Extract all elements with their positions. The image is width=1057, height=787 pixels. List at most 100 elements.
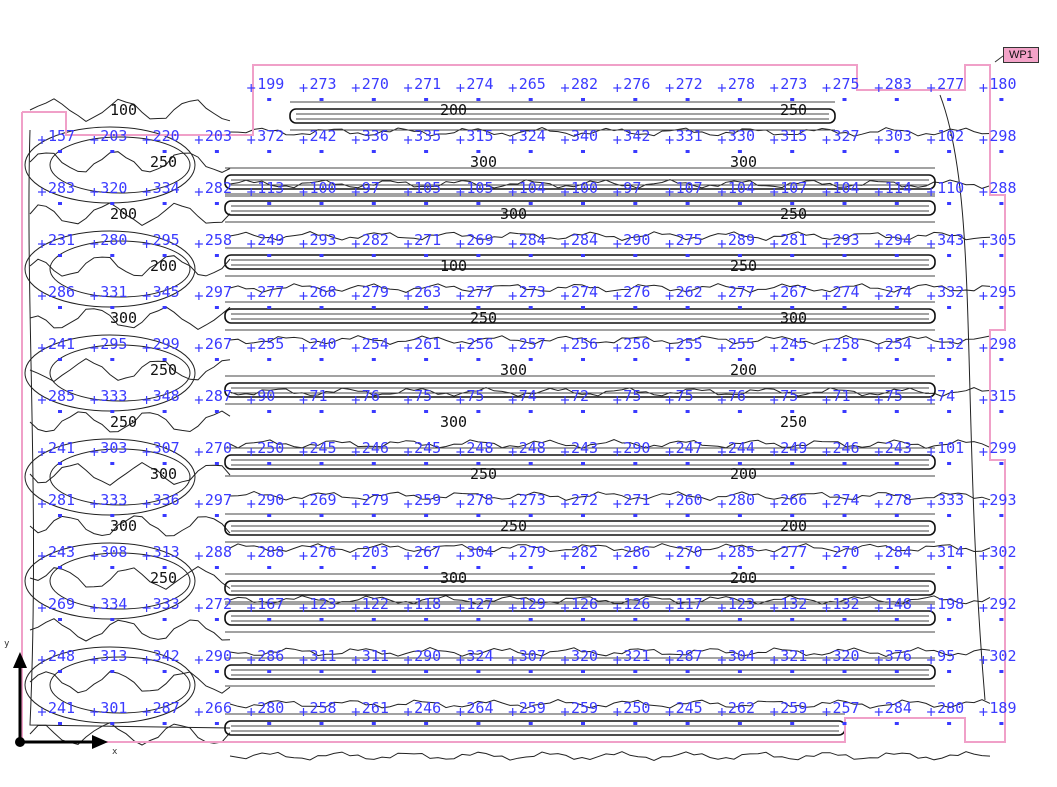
dash-marker [737, 722, 742, 725]
grid-point: 203 [194, 127, 232, 153]
calc-value: 231 [48, 231, 75, 249]
calc-value: 262 [728, 699, 755, 717]
dash-marker [58, 254, 62, 257]
calc-value: 132 [937, 335, 964, 353]
grid-point: 342 [613, 127, 650, 153]
dash-marker [947, 98, 952, 101]
isoline [24, 438, 196, 516]
calc-value: 249 [257, 231, 284, 249]
dash-marker [110, 150, 115, 153]
isoline [29, 202, 231, 226]
calc-value: 284 [885, 543, 912, 561]
isoline [29, 462, 231, 486]
dash-marker [162, 722, 167, 725]
dash-marker [424, 410, 429, 413]
isoline [49, 136, 191, 194]
grid-point: 278 [874, 491, 912, 517]
grid-point: 266 [194, 699, 232, 725]
dash-marker [58, 202, 62, 205]
luminaire-row [224, 454, 936, 470]
dash-marker [424, 150, 429, 153]
dash-marker [633, 202, 638, 205]
dash-marker [319, 202, 324, 205]
grid-point: 276 [613, 75, 650, 101]
dash-marker [581, 670, 585, 673]
dash-marker [371, 254, 376, 257]
calc-value: 298 [989, 335, 1016, 353]
calc-value: 290 [623, 439, 650, 457]
calc-value: 203 [100, 127, 127, 145]
dash-marker [999, 722, 1004, 725]
calc-value: 270 [676, 543, 703, 561]
dash-marker [999, 566, 1004, 569]
grid-point: 127 [456, 595, 493, 621]
grid-point: 286 [38, 283, 75, 309]
calc-value: 287 [205, 387, 232, 405]
dash-marker [633, 306, 638, 309]
grid-point: 280 [90, 231, 127, 257]
calc-value: 248 [48, 647, 75, 665]
isoline [24, 542, 196, 620]
calc-value: 320 [100, 179, 127, 197]
grid-point: 271 [404, 231, 441, 257]
calc-value: 284 [885, 699, 912, 717]
isoline [29, 671, 231, 694]
dash-marker [476, 358, 481, 361]
grid-point: 270 [351, 75, 389, 101]
grid-point: 258 [299, 699, 337, 725]
grid-point: 283 [874, 75, 912, 101]
dash-marker [633, 722, 638, 725]
grid-point: 114 [874, 179, 912, 205]
isoline [24, 230, 196, 308]
calc-value: 132 [780, 595, 807, 613]
grid-point: 274 [822, 491, 860, 517]
grid-point: 284 [874, 699, 912, 725]
grid-point: 321 [770, 647, 807, 673]
grid-point: 271 [404, 75, 441, 101]
grid-point: 132 [927, 335, 964, 361]
calc-value: 105 [414, 179, 441, 197]
calc-value: 273 [780, 75, 807, 93]
calc-value: 307 [153, 439, 180, 457]
dash-marker [424, 618, 429, 621]
dash-marker [685, 566, 690, 569]
isoline [24, 334, 196, 412]
isoline-label: 100 [440, 257, 467, 275]
calc-value: 313 [153, 543, 180, 561]
calc-value: 283 [48, 179, 75, 197]
grid-point: 280 [927, 699, 964, 725]
grid-point: 303 [90, 439, 127, 465]
grid-point: 220 [142, 127, 180, 153]
dash-marker [58, 722, 62, 725]
grid-point: 280 [717, 491, 755, 517]
grid-point: 293 [299, 231, 337, 257]
dash-marker [424, 670, 429, 673]
isoline [229, 699, 991, 709]
dash-marker [581, 358, 585, 361]
calc-value: 331 [676, 127, 703, 145]
dash-marker [319, 722, 324, 725]
calc-value: 277 [937, 75, 964, 93]
grid-point: 292 [979, 595, 1016, 621]
dash-marker [685, 150, 690, 153]
luminaire-row [224, 610, 936, 626]
dash-marker [528, 306, 533, 309]
grid-point: 240 [299, 335, 337, 361]
dash-marker [947, 566, 952, 569]
dash-marker [947, 514, 952, 517]
grid-point: 277 [717, 283, 755, 309]
calc-value: 274 [885, 283, 912, 301]
grid-point: 275 [665, 231, 703, 257]
dash-marker [424, 358, 429, 361]
calc-value: 285 [48, 387, 75, 405]
calc-value: 274 [466, 75, 493, 93]
calc-value: 258 [205, 231, 232, 249]
grid-point: 311 [299, 647, 337, 673]
dash-marker [685, 514, 690, 517]
calc-value: 302 [989, 647, 1016, 665]
dash-marker [894, 150, 899, 153]
isoline-label: 200 [440, 101, 467, 119]
grid-point: 272 [194, 595, 232, 621]
calc-value: 282 [571, 543, 598, 561]
calc-value: 104 [519, 179, 546, 197]
